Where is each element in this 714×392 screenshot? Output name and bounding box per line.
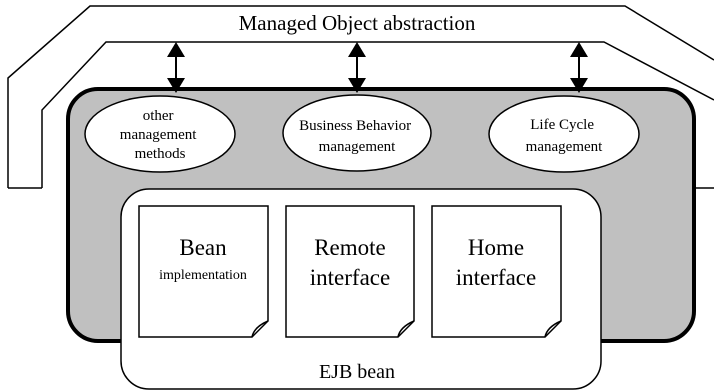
ellipse-3-line-1: Life Cycle <box>530 117 594 133</box>
ellipse-business-behavior: Business Behavior management <box>282 94 432 172</box>
doc-remote-interface: Remote interface <box>285 205 415 338</box>
svg-text:Life Cycle management: Life Cycle management <box>526 117 603 155</box>
svg-text:Business Behavior manage: Business Behavior management <box>299 118 415 155</box>
ellipse-other-management: other management methods <box>84 95 236 173</box>
arrow-right <box>570 42 588 93</box>
ellipse-2-line-2: management <box>319 139 396 155</box>
arrow-left <box>167 42 185 93</box>
ellipse-1-line-3: methods <box>135 146 186 162</box>
ellipse-2-line-1: Business Behavior <box>299 118 411 134</box>
arrow-middle <box>348 42 366 93</box>
ellipse-3-line-2: management <box>526 139 603 155</box>
doc-2-subtitle: interface <box>310 265 390 290</box>
ellipse-life-cycle: Life Cycle management <box>488 95 640 173</box>
abstraction-band-inner <box>41 41 714 188</box>
svg-text:other management m: other management methods <box>120 108 200 162</box>
doc-home-interface: Home interface <box>431 205 562 338</box>
ellipse-1-line-2: management <box>120 127 197 143</box>
doc-1-subtitle: implementation <box>159 268 247 283</box>
doc-1-title: Bean <box>179 235 227 260</box>
doc-3-title: Home <box>468 235 524 260</box>
abstraction-title: Managed Object abstraction <box>239 11 476 35</box>
ellipse-1-line-1: other <box>143 108 174 124</box>
doc-bean-implementation: Bean implementation <box>138 205 269 338</box>
doc-2-title: Remote <box>314 235 386 260</box>
abstraction-band-outer <box>7 5 714 188</box>
ejb-bean-label: EJB bean <box>319 361 395 383</box>
doc-3-subtitle: interface <box>456 265 536 290</box>
